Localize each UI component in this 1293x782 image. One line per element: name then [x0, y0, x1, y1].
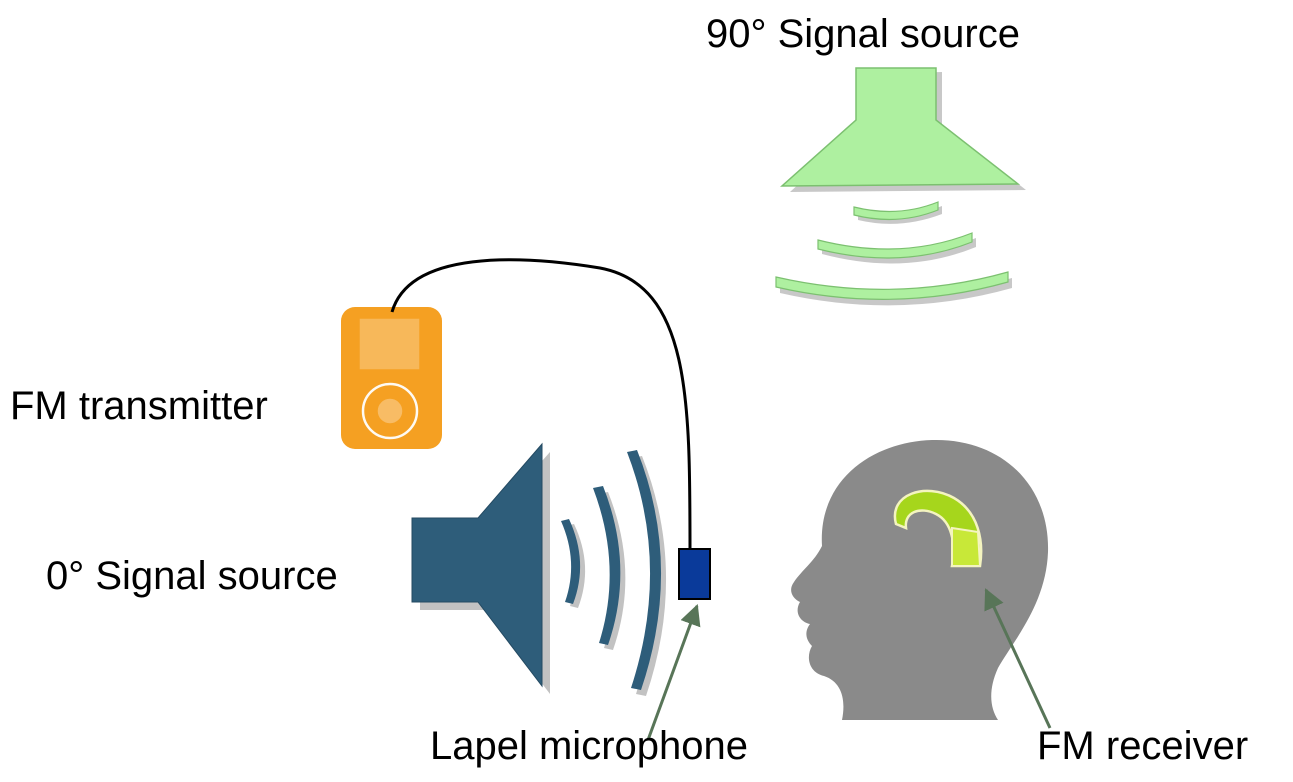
fm-transmitter-icon — [341, 307, 442, 449]
label-0-signal-source: 0° Signal source — [46, 554, 338, 598]
fm-receiver-arrow — [984, 588, 1052, 729]
speaker-90-icon — [780, 67, 1026, 192]
label-fm-receiver: FM receiver — [1037, 724, 1249, 768]
lapel-microphone-icon — [678, 548, 711, 600]
label-fm-transmitter: FM transmitter — [10, 384, 268, 428]
label-lapel-microphone: Lapel microphone — [430, 724, 748, 768]
sound-waves-0-icon — [561, 450, 667, 696]
cable — [390, 258, 692, 551]
hearing-aid-icon — [893, 489, 983, 568]
label-90-signal-source: 90° Signal source — [706, 12, 1020, 56]
head-icon — [791, 439, 1049, 720]
sound-waves-90-icon — [775, 201, 1012, 306]
speaker-0-icon — [411, 442, 550, 694]
lapel-microphone-arrow — [646, 604, 701, 741]
